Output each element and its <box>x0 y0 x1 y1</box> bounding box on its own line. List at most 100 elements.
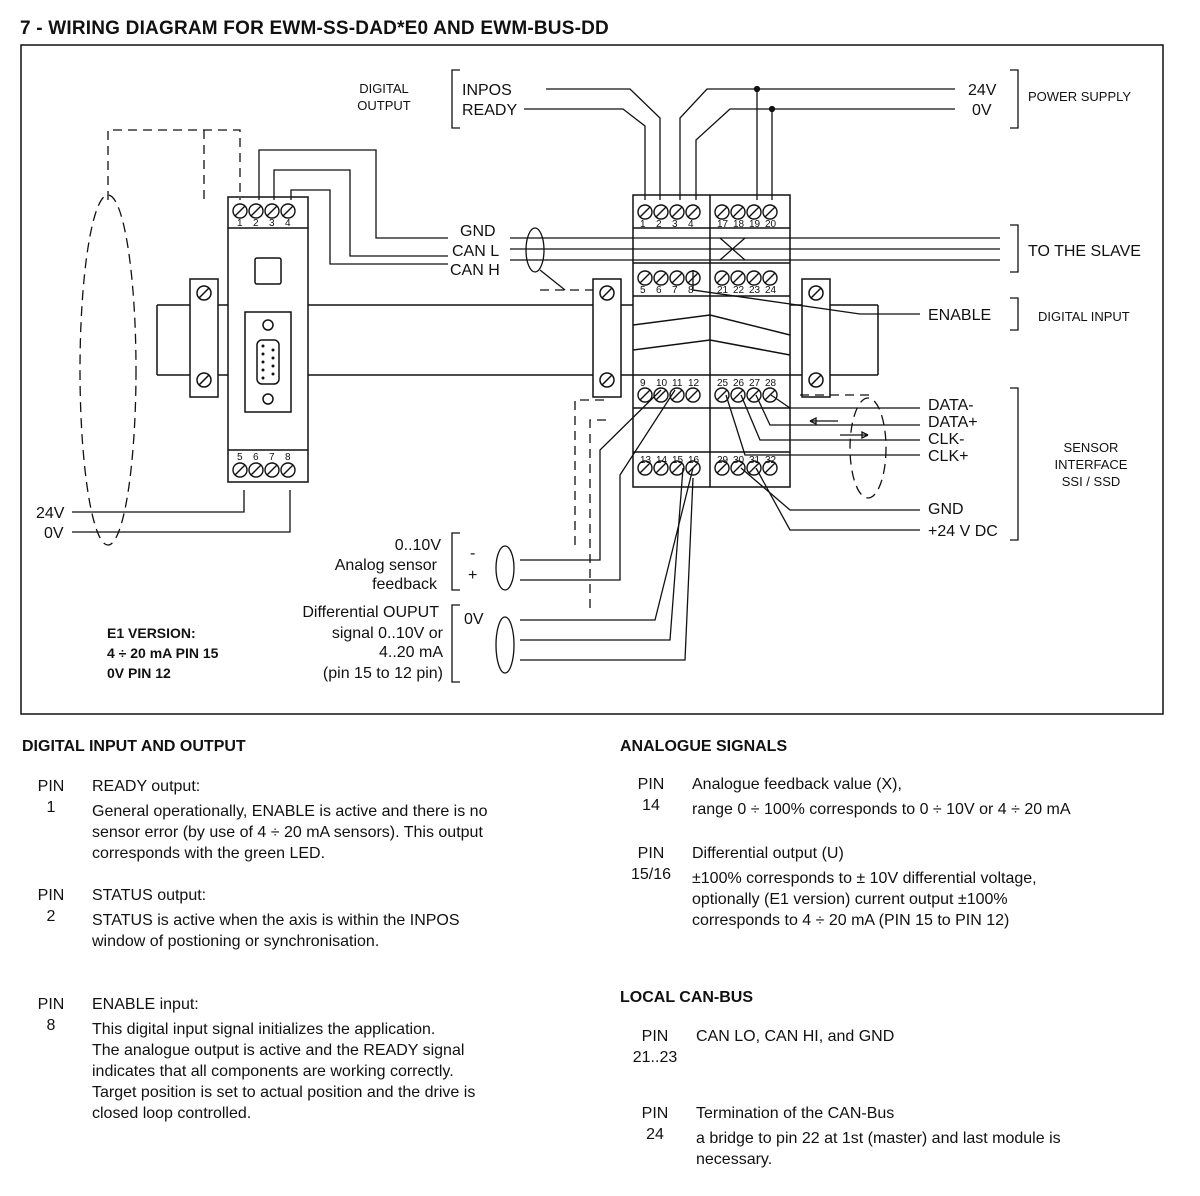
pin-number: 2 <box>656 219 662 230</box>
screw-terminal <box>280 203 296 219</box>
screw-terminal <box>637 460 653 476</box>
pin-number: 14 <box>656 455 668 466</box>
pin-number-label: 14 <box>642 797 660 814</box>
screw-terminal <box>714 460 730 476</box>
label-analog-1: 0..10V <box>395 537 442 554</box>
label-gnd-2: GND <box>928 501 964 518</box>
screw-terminal <box>669 460 685 476</box>
pin-number: 17 <box>717 219 729 230</box>
pin-number: 7 <box>269 452 275 463</box>
pin-title: STATUS output: <box>92 887 207 904</box>
pin-description-line: sensor error (by use of 4 ÷ 20 mA sensor… <box>92 824 483 841</box>
pin-number: 28 <box>765 378 777 389</box>
screw-terminal <box>264 203 280 219</box>
screw-terminal <box>762 270 778 286</box>
pin-number: 1 <box>640 219 646 230</box>
pin-label: PIN <box>637 845 665 862</box>
section-heading-digital: DIGITAL INPUT AND OUTPUT <box>22 738 246 755</box>
pin-title: Termination of the CAN-Bus <box>696 1105 895 1122</box>
label-e1-pin15: 4 ÷ 20 mA PIN 15 <box>107 645 219 661</box>
pin-label: PIN <box>37 996 65 1013</box>
label-analog-2: Analog sensor <box>335 557 438 574</box>
pin-number: 31 <box>749 455 761 466</box>
pin-number: 6 <box>253 452 259 463</box>
label-can-l: CAN L <box>452 243 499 260</box>
screw-terminal <box>653 460 669 476</box>
pin-number: 13 <box>640 455 652 466</box>
pin-title: ENABLE input: <box>92 996 199 1013</box>
pin-number: 9 <box>640 378 646 389</box>
screw-terminal <box>653 270 669 286</box>
label-digital-output-1: DIGITAL <box>359 81 409 96</box>
pin-description-line: a bridge to pin 22 at 1st (master) and l… <box>696 1130 1061 1147</box>
pin-description-line: range 0 ÷ 100% corresponds to 0 ÷ 10V or… <box>692 801 1071 818</box>
pin-number: 30 <box>733 455 745 466</box>
label-digital-input: DIGITAL INPUT <box>1038 309 1130 324</box>
pin-number: 27 <box>749 378 761 389</box>
screw-terminal <box>730 270 746 286</box>
pin-label: PIN <box>37 887 65 904</box>
controller-terminals <box>637 204 778 476</box>
pin-number: 3 <box>269 218 275 229</box>
screw-terminal <box>637 387 653 403</box>
label-data-plus: DATA+ <box>928 414 978 431</box>
pin-label: PIN <box>637 776 665 793</box>
label-clk-minus: CLK- <box>928 431 964 448</box>
label-can-h: CAN H <box>450 262 500 279</box>
label-sensor-2: INTERFACE <box>1055 457 1128 472</box>
label-0v: 0V <box>972 102 992 119</box>
pin-title: CAN LO, CAN HI, and GND <box>696 1028 895 1045</box>
pin-number: 5 <box>237 452 243 463</box>
sub-d-connector <box>256 339 280 385</box>
pin-description-line: corresponds with the green LED. <box>92 845 326 862</box>
label-enable: ENABLE <box>928 307 991 324</box>
screw-terminal <box>232 462 248 478</box>
pin-title: Differential output (U) <box>692 845 844 862</box>
screw-terminal <box>669 204 685 220</box>
led-window <box>254 257 282 285</box>
pin-number: 21 <box>717 285 729 296</box>
pin-description-line: This digital input signal initializes th… <box>92 1021 436 1038</box>
section-heading-canbus: LOCAL CAN-BUS <box>620 989 754 1006</box>
pin-number: 2 <box>253 218 259 229</box>
pin-number: 25 <box>717 378 729 389</box>
pin-number: 15 <box>672 455 684 466</box>
screw-terminal <box>714 270 730 286</box>
controller-module <box>632 194 791 488</box>
pin-description-line: indicates that all components are workin… <box>92 1063 454 1080</box>
pin-number: 24 <box>765 285 777 296</box>
label-diff-2: signal 0..10V or <box>332 625 444 642</box>
screw-terminal <box>714 204 730 220</box>
label-inpos: INPOS <box>462 82 512 99</box>
pin-number: 4 <box>285 218 291 229</box>
pin-number: 23 <box>749 285 761 296</box>
brackets <box>451 69 1019 683</box>
pin-number: 26 <box>733 378 745 389</box>
pin-number: 7 <box>672 285 678 296</box>
cable-ellipses-solid <box>495 227 545 674</box>
label-e1-pin12: 0V PIN 12 <box>107 665 171 681</box>
screw-terminal <box>746 204 762 220</box>
label-e1-version: E1 VERSION: <box>107 625 196 641</box>
label-sensor-1: SENSOR <box>1064 440 1119 455</box>
screw-terminal <box>248 462 264 478</box>
screw-terminal <box>264 462 280 478</box>
pin-number: 10 <box>656 378 668 389</box>
pin-number: 8 <box>688 285 694 296</box>
pin-number: 20 <box>765 219 777 230</box>
pin-description-line: The analogue output is active and the RE… <box>92 1042 465 1059</box>
label-gnd: GND <box>460 223 496 240</box>
pin-number-label: 24 <box>646 1126 664 1143</box>
pin-number: 18 <box>733 219 745 230</box>
label-sensor-3: SSI / SSD <box>1062 474 1121 489</box>
pin-description-line: window of postioning or synchronisation. <box>92 933 380 950</box>
pin-number: 6 <box>656 285 662 296</box>
label-24v-dc: +24 V DC <box>928 523 998 540</box>
screw-terminal <box>232 203 248 219</box>
pin-number: 22 <box>733 285 745 296</box>
label-diff-1: Differential OUPUT <box>302 604 439 621</box>
pin-label: PIN <box>37 778 65 795</box>
label-diff-0v: 0V <box>464 611 484 628</box>
label-digital-output-2: OUTPUT <box>357 98 411 113</box>
label-to-the-slave: TO THE SLAVE <box>1028 243 1141 260</box>
